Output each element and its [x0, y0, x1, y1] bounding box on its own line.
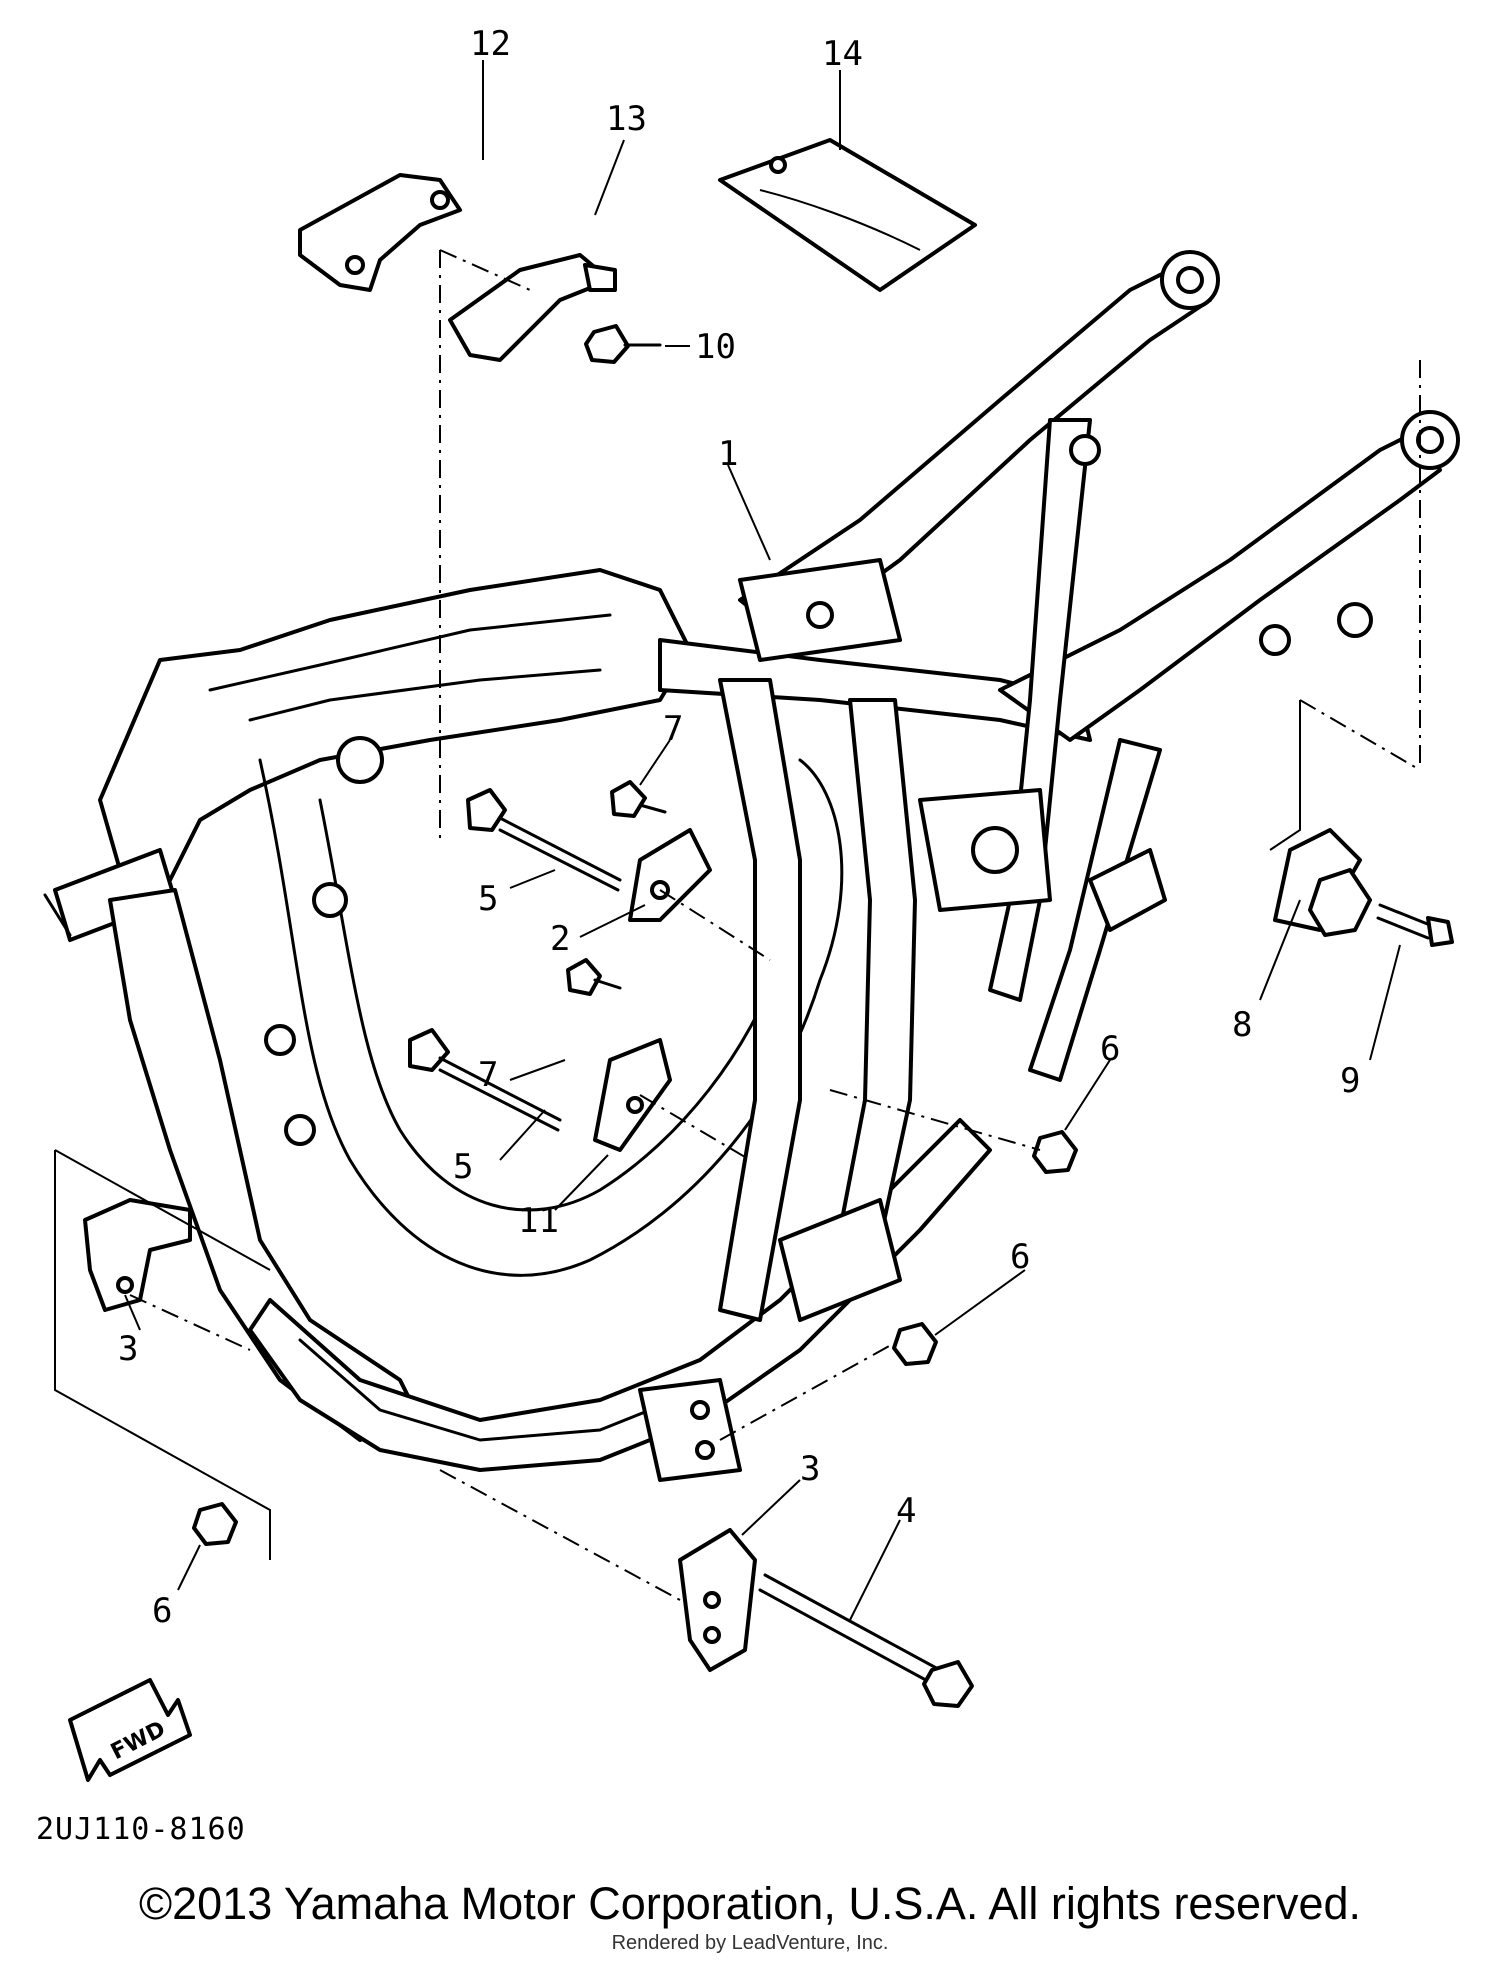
part-5-bolt-upper: [466, 788, 622, 892]
callout-11: 13: [606, 99, 647, 139]
part-6-nut-left: [192, 1502, 238, 1546]
part-7-bolt-lower: [566, 958, 622, 996]
part-9-damper: [1273, 828, 1372, 937]
part-4-bolt: [758, 1573, 974, 1708]
part-11-bracket: [448, 253, 612, 362]
part-2-plate: [628, 828, 712, 922]
callout-5-lower: 5: [453, 1147, 473, 1187]
callout-13: 11: [518, 1201, 559, 1241]
part-7-bolt-upper: [610, 780, 667, 818]
callout-9: 8: [1232, 1005, 1252, 1045]
main-frame: [43, 250, 1460, 1482]
callout-10: 9: [1340, 1061, 1360, 1101]
leader-lines: [124, 60, 1401, 1621]
callout-4: 4: [896, 1491, 916, 1531]
callout-labels: 12 13 14 10 1 7 5 2 7 5 11 6 6 3 6 3 4 8…: [118, 24, 1360, 1631]
callout-5-upper: 5: [478, 879, 498, 919]
part-5-bolt-lower: [408, 1028, 562, 1132]
callout-6-middle: 6: [1010, 1237, 1030, 1277]
rendered-by-notice: Rendered by LeadVenture, Inc.: [611, 1932, 889, 1954]
part-6-nut-right-lower: [892, 1322, 938, 1366]
callout-2: 2: [550, 919, 570, 959]
callout-6-upper: 6: [1100, 1029, 1120, 1069]
part-14-cover: [718, 138, 977, 292]
callout-6-left: 6: [152, 1591, 172, 1631]
part-12-bolt: [584, 324, 662, 364]
part-13-plate: [593, 1038, 672, 1152]
callout-7-lower: 7: [478, 1055, 498, 1095]
part-10-screw: [1376, 903, 1454, 947]
assembly-lines: [54, 249, 1421, 1601]
callout-1: 1: [718, 434, 738, 474]
callout-12: 10: [695, 327, 736, 367]
callout-3-left: 3: [118, 1329, 138, 1369]
callout-3-right: 3: [800, 1449, 820, 1489]
forward-direction-arrow: FWD: [68, 1678, 192, 1782]
part-6-nut-right-upper: [1032, 1130, 1078, 1174]
callout-7-upper: 7: [663, 709, 683, 749]
callout-8: 12: [470, 24, 511, 64]
copyright-notice: ©2013 Yamaha Motor Corporation, U.S.A. A…: [138, 1878, 1362, 1929]
drawing-code: 2UJ110-8160: [36, 1812, 246, 1847]
part-8-bracket: [298, 173, 462, 292]
callout-14: 14: [822, 34, 863, 74]
